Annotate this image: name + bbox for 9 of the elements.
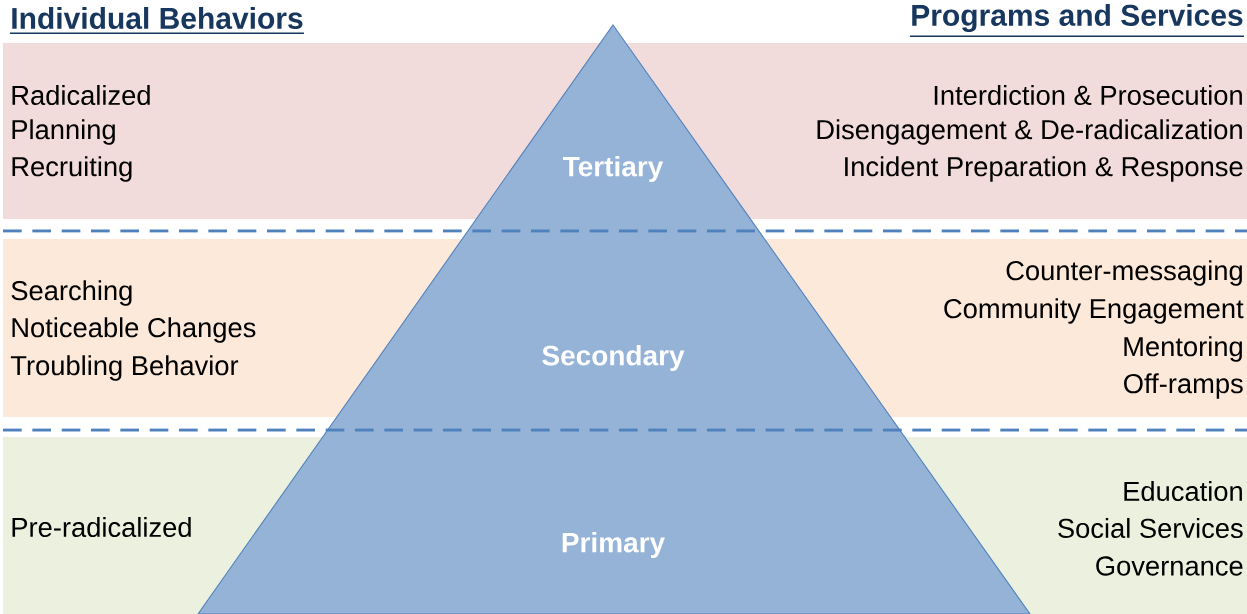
list-item: Radicalized [12,84,150,106]
list-item: Mentoring [1124,336,1242,362]
list-item: Recruiting [12,156,132,182]
list-item: Searching [11,280,132,306]
list-item: Social Services [1058,517,1243,539]
list-item: Education [1124,480,1242,502]
list-item: Planning [12,119,115,145]
list-item: Governance [1096,556,1243,576]
list-item: Off-ramps [1124,373,1243,399]
